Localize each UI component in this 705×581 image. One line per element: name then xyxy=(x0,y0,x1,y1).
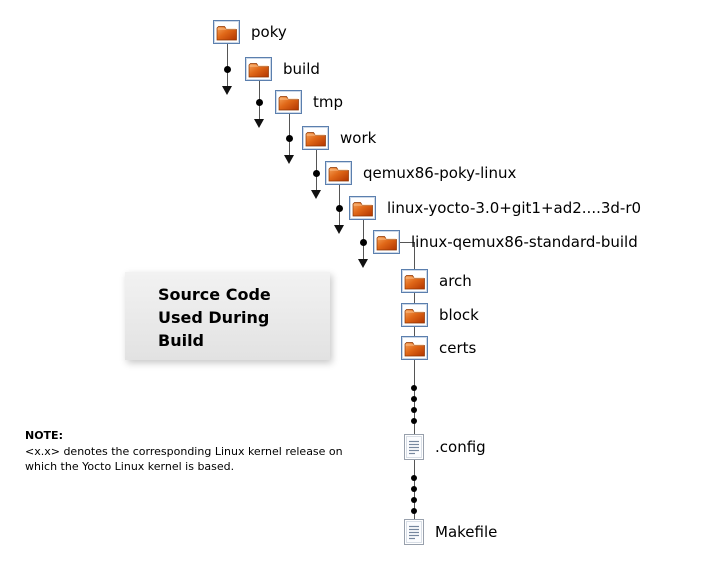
tree-node-label: poky xyxy=(251,23,287,41)
bullet-marker xyxy=(312,169,320,177)
tree-node-poky: poky xyxy=(213,20,287,44)
folder-icon xyxy=(401,303,428,327)
folder-icon xyxy=(401,269,428,293)
folder-icon xyxy=(373,230,400,254)
tree-connector-line xyxy=(400,242,414,243)
tree-node-label: tmp xyxy=(313,93,344,111)
tree-node-linux-qemux86-standard-build: linux-qemux86-standard-build xyxy=(373,230,638,254)
note-body: <x.x> denotes the corresponding Linux ke… xyxy=(25,445,343,473)
callout-text-line: Source Code xyxy=(158,285,271,304)
ellipsis-dot xyxy=(411,407,417,413)
tree-node-label: certs xyxy=(439,339,477,357)
tree-node-label: linux-yocto-3.0+git1+ad2....3d-r0 xyxy=(387,199,642,217)
tree-connector-line xyxy=(414,242,415,524)
note-heading: NOTE: xyxy=(25,429,63,442)
folder-icon xyxy=(302,126,329,150)
ellipsis-dot xyxy=(411,385,417,391)
tree-node-label: qemux86-poky-linux xyxy=(363,164,517,182)
down-arrow-icon xyxy=(254,119,264,128)
down-arrow-icon xyxy=(358,259,368,268)
file-icon xyxy=(404,519,424,545)
file-icon xyxy=(404,434,424,460)
tree-node-label: work xyxy=(340,129,377,147)
ellipsis-dot xyxy=(411,475,417,481)
ellipsis-dot xyxy=(411,508,417,514)
folder-icon xyxy=(325,161,352,185)
callout-text-line: Build xyxy=(158,331,205,350)
folder-icon xyxy=(401,336,428,360)
tree-node-build: build xyxy=(245,57,320,81)
tree-node-linux-yocto: linux-yocto-3.0+git1+ad2....3d-r0 xyxy=(349,196,641,220)
folder-icon xyxy=(213,20,240,44)
bullet-marker xyxy=(255,98,263,106)
source-code-callout: Source Code Used During Build xyxy=(125,272,330,360)
ellipsis-dot xyxy=(411,486,417,492)
down-arrow-icon xyxy=(284,155,294,164)
folder-icon xyxy=(275,90,302,114)
tree-node-work: work xyxy=(302,126,376,150)
bullet-marker xyxy=(285,134,293,142)
folder-icon xyxy=(349,196,376,220)
tree-node-label: build xyxy=(283,60,320,78)
tree-node-certs: certs xyxy=(401,336,476,360)
bullet-marker xyxy=(359,238,367,246)
tree-node-qemux86-poky-linux: qemux86-poky-linux xyxy=(325,161,516,185)
tree-node-label: linux-qemux86-standard-build xyxy=(411,233,638,251)
tree-node-label: .config xyxy=(435,438,486,456)
ellipsis-dot xyxy=(411,418,417,424)
tree-node-arch: arch xyxy=(401,269,472,293)
down-arrow-icon xyxy=(334,225,344,234)
folder-icon xyxy=(245,57,272,81)
callout-text-line: Used During xyxy=(158,308,270,327)
tree-node-makefile: Makefile xyxy=(404,519,497,545)
ellipsis-dot xyxy=(411,497,417,503)
tree-node-tmp: tmp xyxy=(275,90,343,114)
ellipsis-dot xyxy=(411,396,417,402)
down-arrow-icon xyxy=(222,86,232,95)
tree-node-block: block xyxy=(401,303,479,327)
tree-node-config: .config xyxy=(404,434,486,460)
bullet-marker xyxy=(335,204,343,212)
note-block: NOTE: <x.x> denotes the corresponding Li… xyxy=(25,429,377,474)
tree-node-label: block xyxy=(439,306,479,324)
tree-node-label: Makefile xyxy=(435,523,498,541)
down-arrow-icon xyxy=(311,190,321,199)
bullet-marker xyxy=(223,65,231,73)
tree-node-label: arch xyxy=(439,272,472,290)
